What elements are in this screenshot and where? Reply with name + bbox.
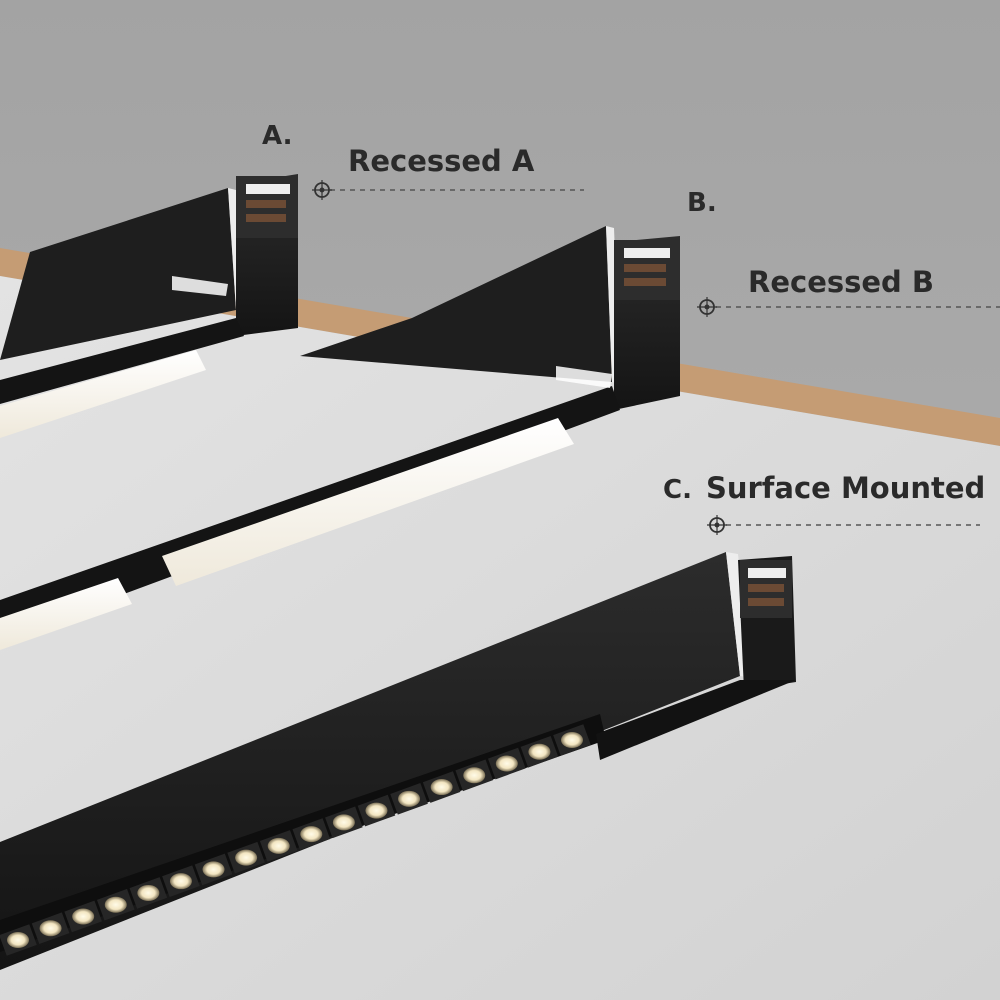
led-row	[0, 724, 591, 956]
led-dot	[398, 790, 421, 807]
led-dot	[267, 837, 290, 854]
recessed-b-diffuser-1	[162, 418, 574, 586]
led-dot	[332, 814, 355, 831]
led-dot	[202, 861, 225, 878]
label-recessed-b: Recessed B	[748, 265, 935, 299]
led-dot	[235, 849, 258, 866]
led-dot	[137, 884, 160, 901]
led-dot	[365, 802, 388, 819]
led-dot	[561, 732, 583, 748]
recessed-b-profile	[0, 226, 680, 650]
label-recessed-a: Recessed A	[348, 144, 535, 178]
led-dot	[72, 908, 95, 925]
leader-c	[707, 515, 980, 535]
led-dot	[39, 920, 62, 937]
led-dot	[430, 779, 453, 796]
recessed-a-profile	[0, 174, 298, 438]
leader-b	[697, 297, 1000, 317]
label-b-letter: B.	[687, 188, 717, 218]
surface-mounted-profile	[0, 552, 796, 970]
recessed-b-diffuser-2	[0, 578, 132, 650]
led-dot	[7, 932, 29, 948]
led-dot	[463, 767, 486, 784]
led-dot	[528, 743, 551, 760]
label-c-letter: C.	[663, 475, 692, 505]
label-surface-mounted: C. Surface Mounted	[663, 471, 986, 505]
led-dot	[300, 826, 323, 843]
led-dot	[495, 755, 518, 772]
recessed-a-diffuser	[0, 350, 206, 438]
label-a-letter: A.	[262, 121, 293, 151]
led-dot	[169, 873, 192, 890]
led-dot	[104, 896, 127, 913]
label-surface-mounted-text: Surface Mounted	[705, 471, 986, 505]
leader-a	[312, 180, 584, 200]
